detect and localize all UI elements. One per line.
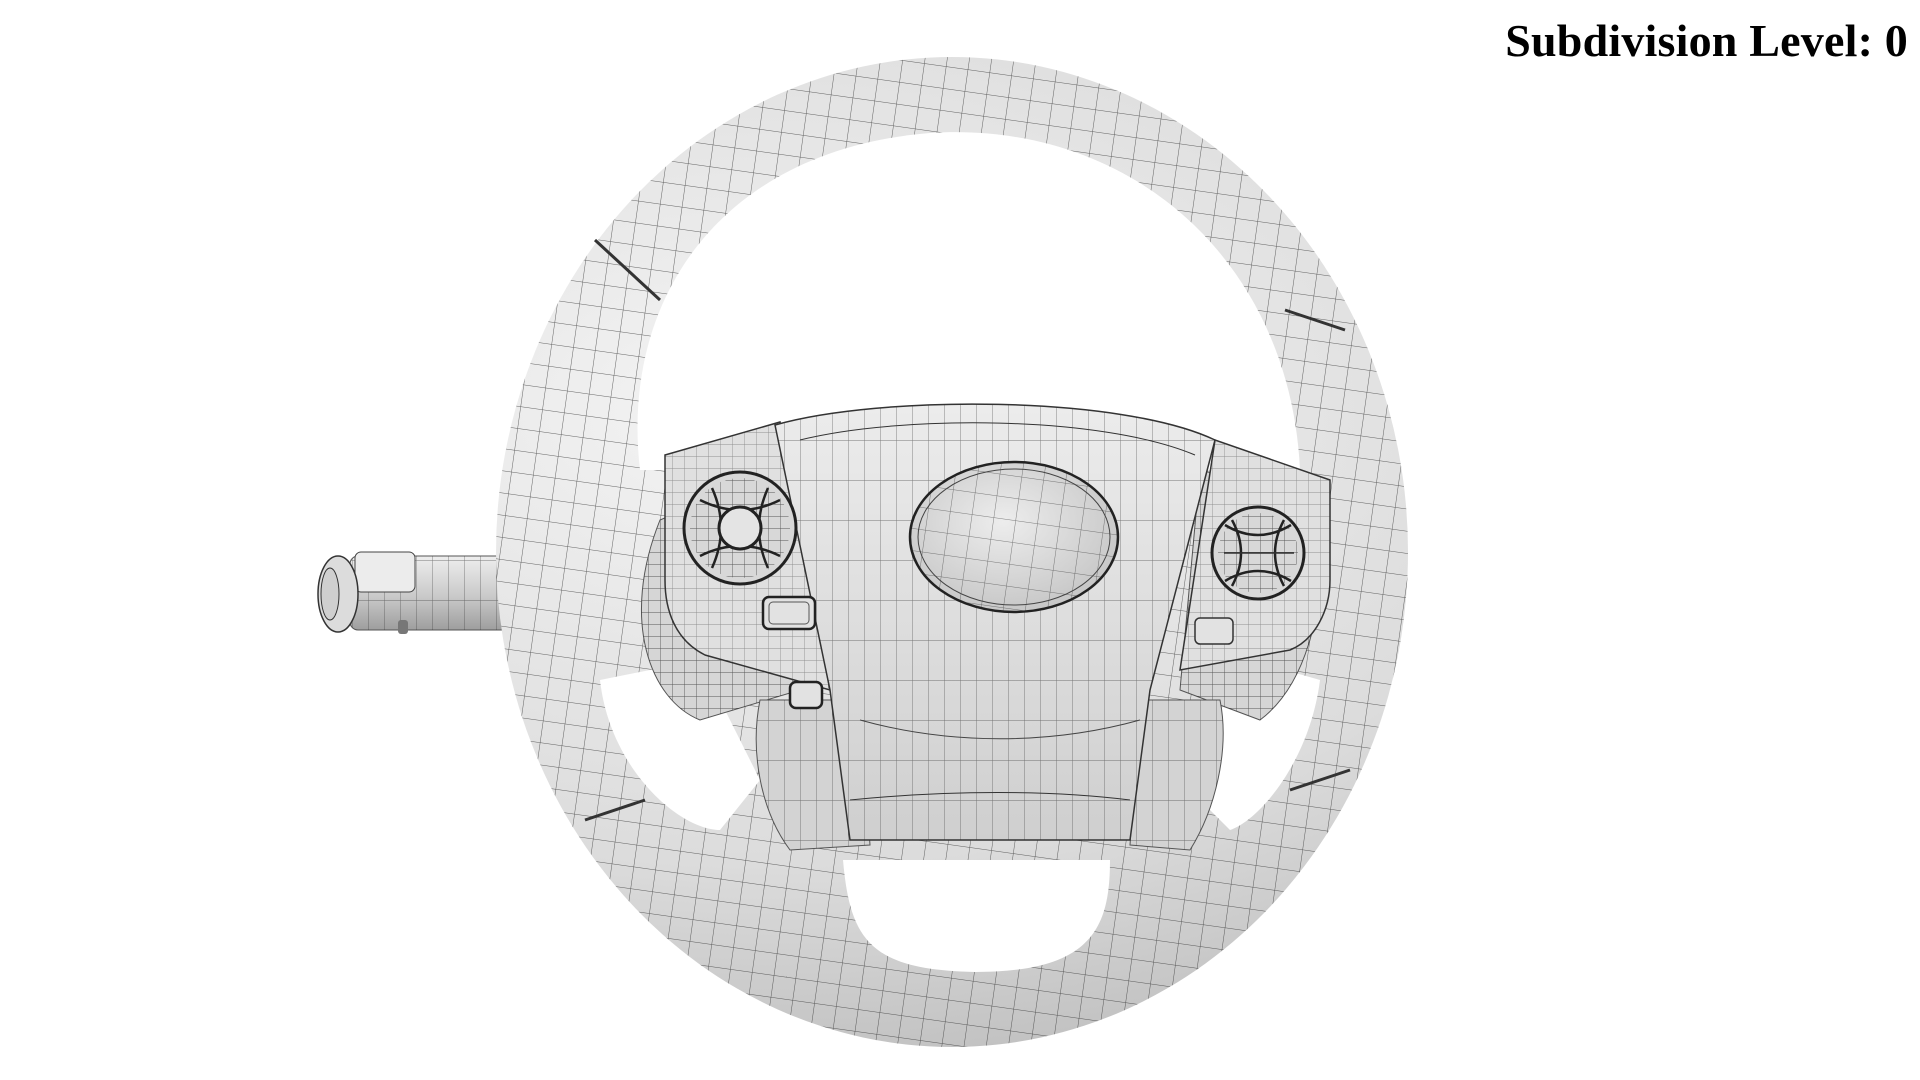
lower-small-button[interactable] <box>788 680 824 710</box>
airbag-emblem <box>908 460 1120 614</box>
right-control-button[interactable] <box>1210 505 1306 601</box>
right-small-button[interactable] <box>1194 617 1234 645</box>
left-small-button[interactable] <box>761 595 817 631</box>
left-control-button[interactable] <box>682 470 798 586</box>
